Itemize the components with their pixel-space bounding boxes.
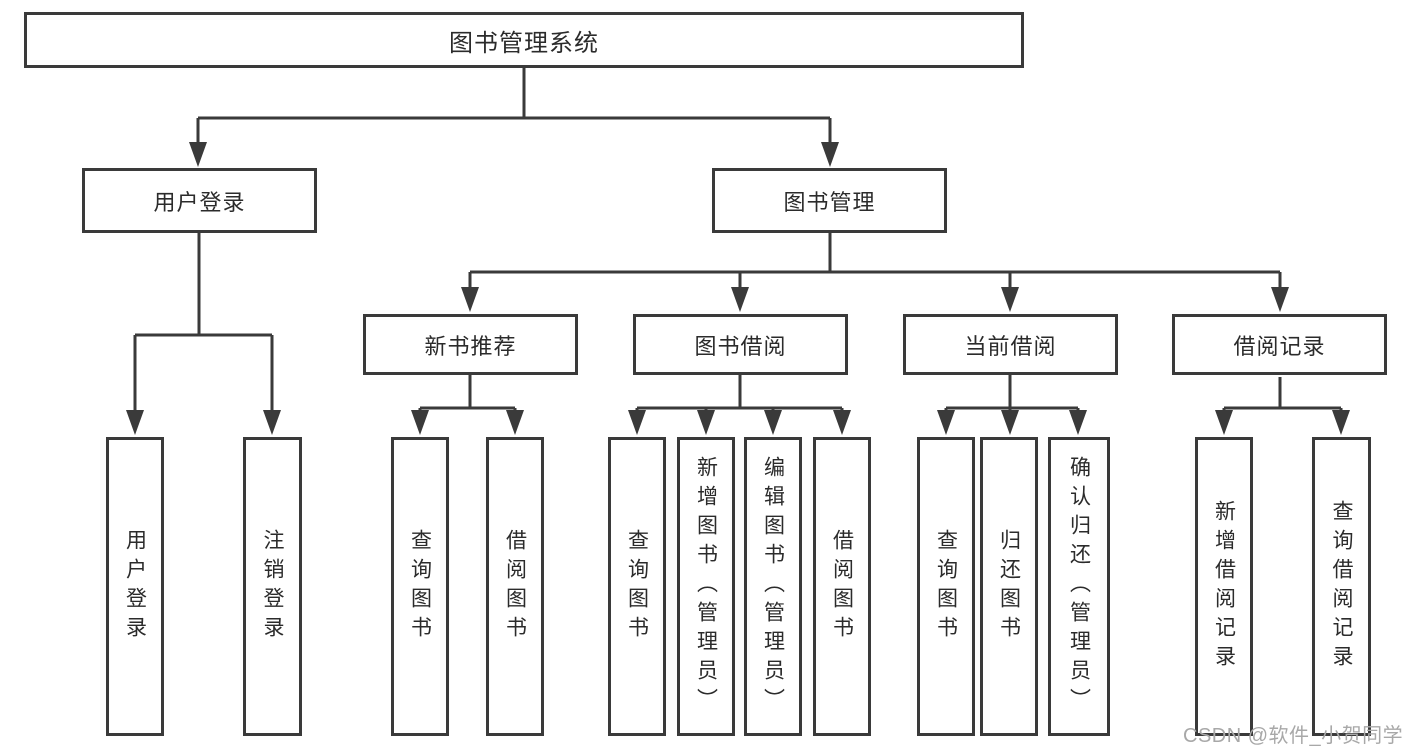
leaf-records-add-record: 新增借阅记录	[1195, 437, 1253, 736]
csdn-watermark: CSDN @软件_小贺同学	[1183, 725, 1404, 747]
connector-book-management-to-level3	[461, 233, 1289, 312]
connector-current-borrow-to-leaves	[937, 375, 1087, 435]
leaf-current-return-books: 归还图书	[980, 437, 1038, 736]
connector-borrow-records-to-leaves	[1215, 377, 1350, 435]
leaf-user-login: 用户登录	[106, 437, 164, 736]
leaf-records-query-record: 查询借阅记录	[1312, 437, 1371, 736]
node-root: 图书管理系统	[24, 12, 1024, 68]
leaf-recommend-query-books: 查询图书	[391, 437, 449, 736]
node-new-book-recommend: 新书推荐	[363, 314, 578, 375]
connector-root-to-level2	[189, 68, 839, 167]
leaf-borrow-query-books: 查询图书	[608, 437, 666, 736]
connector-book-borrow-to-leaves	[628, 375, 851, 435]
connector-new-book-recommend-to-leaves	[411, 375, 524, 435]
node-current-borrow: 当前借阅	[903, 314, 1118, 375]
node-user-login: 用户登录	[82, 168, 317, 233]
leaf-borrow-add-books-admin: 新增图书（管理员）	[677, 437, 735, 736]
leaf-borrow-edit-books-admin: 编辑图书（管理员）	[744, 437, 802, 736]
leaf-borrow-borrow-books: 借阅图书	[813, 437, 871, 736]
node-book-borrow: 图书借阅	[633, 314, 848, 375]
node-book-management: 图书管理	[712, 168, 947, 233]
leaf-current-confirm-return-admin: 确认归还（管理员）	[1048, 437, 1110, 736]
connector-user-login-to-leaves	[126, 233, 281, 435]
leaf-current-query-books: 查询图书	[917, 437, 975, 736]
leaf-logout: 注销登录	[243, 437, 302, 736]
node-borrow-records: 借阅记录	[1172, 314, 1387, 375]
leaf-recommend-borrow-books: 借阅图书	[486, 437, 544, 736]
